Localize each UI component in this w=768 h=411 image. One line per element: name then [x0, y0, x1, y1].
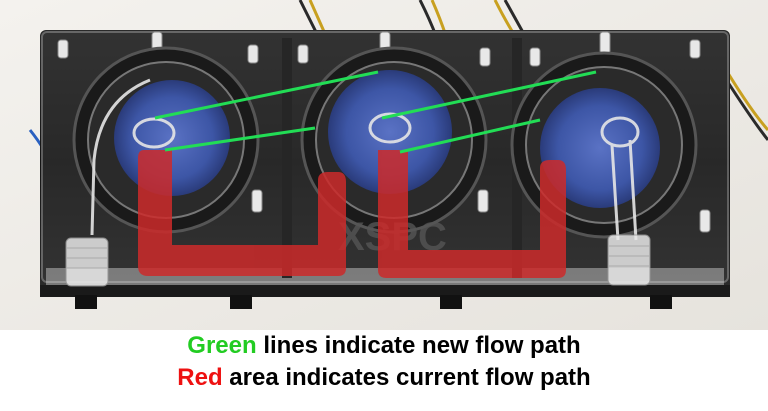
- pump-top-photo: XSPC: [0, 0, 768, 330]
- caption-green-line: Green lines indicate new flow path: [0, 332, 768, 360]
- red-flow-area: [138, 150, 566, 278]
- caption-red-text: area indicates current flow path: [222, 364, 591, 391]
- feet: [75, 295, 672, 309]
- pump-chamber-3: [510, 51, 698, 239]
- mounting-posts: [57, 31, 711, 233]
- green-flow-lines: [154, 70, 597, 154]
- pump-chamber-2: [300, 46, 488, 234]
- caption-green-word: Green: [187, 332, 257, 359]
- fitting-left: [65, 237, 109, 287]
- fitting-right: [607, 234, 651, 286]
- caption-red-line: Red area indicates current flow path: [0, 364, 768, 392]
- caption-green-text: lines indicate new flow path: [256, 332, 581, 359]
- caption-red-word: Red: [177, 364, 223, 391]
- clear-inlets: [90, 78, 640, 241]
